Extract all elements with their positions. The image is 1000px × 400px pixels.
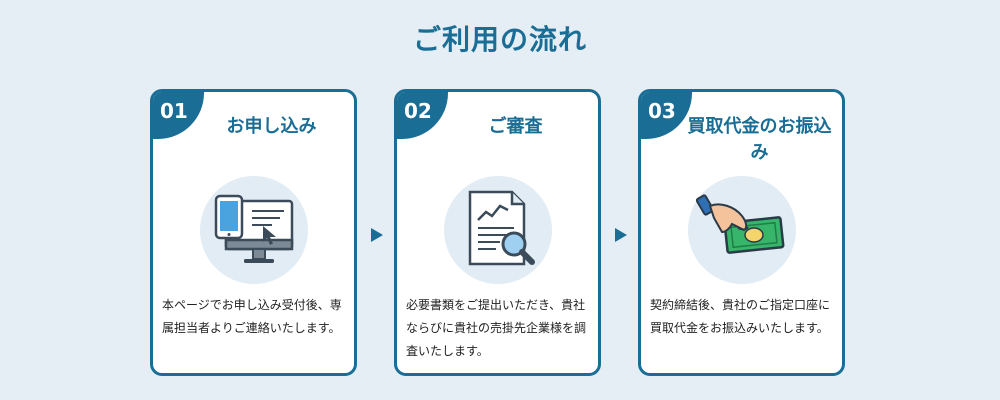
document-search-icon: [443, 176, 552, 284]
step-card-3: 03 買取代金のお振込み 契約締結後、貴社のご指定口座に買取代金をお振込みいたし…: [638, 89, 845, 376]
step-number-badge: 02: [397, 92, 448, 139]
step-number-badge: 01: [153, 92, 204, 139]
step-arrow-icon: [615, 228, 627, 242]
step-title: お申し込み: [226, 116, 317, 137]
page-title: ご利用の流れ: [412, 23, 587, 56]
step-description: 本ページでお申し込み受付後、専属担当者よりご連絡いたします。: [162, 298, 342, 335]
step-title: 買取代金のお振込み: [687, 116, 832, 163]
step-number: 01: [160, 99, 188, 123]
step-arrow-icon: [371, 228, 383, 242]
monitor-tablet-icon: [199, 176, 308, 284]
step-title: ご審査: [488, 116, 543, 137]
hand-money-icon: [687, 176, 796, 284]
step-card-1: 01 お申し込み 本ページでお申し込み受付後、専属担当者よりご連絡いたします。: [150, 89, 357, 376]
step-card-2: 02 ご審査 必要書類をご提出いただき、貴社ならびに貴社の売掛先企業様を調査いた…: [394, 89, 601, 376]
step-number-badge: 03: [641, 92, 692, 139]
step-description: 必要書類をご提出いただき、貴社ならびに貴社の売掛先企業様を調査いたします。: [406, 298, 587, 358]
step-number: 02: [404, 99, 432, 123]
step-description: 契約締結後、貴社のご指定口座に買取代金をお振込みいたします。: [650, 298, 831, 335]
step-number: 03: [648, 99, 676, 123]
